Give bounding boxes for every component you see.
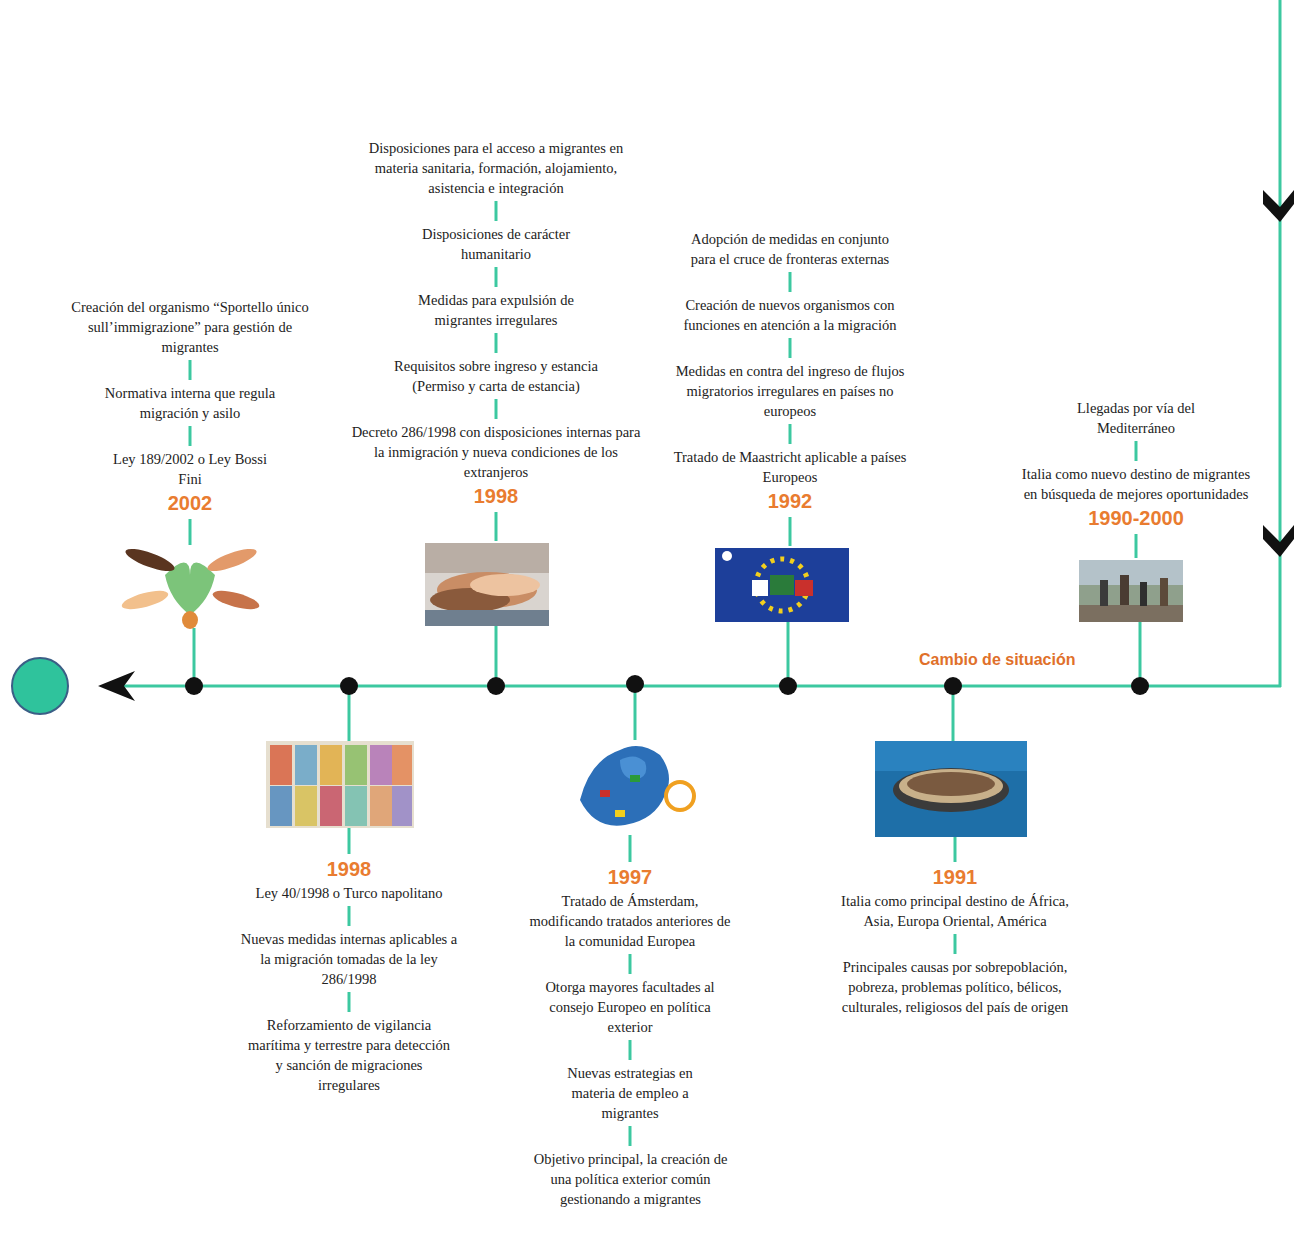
event-text: Otorga mayores facultades al consejo Eur… bbox=[540, 977, 720, 1037]
chain-link bbox=[1135, 441, 1138, 461]
event-text: Tratado de Ámsterdam, modificando tratad… bbox=[525, 891, 735, 951]
event-text: Principales causas por sobrepoblación, p… bbox=[820, 957, 1090, 1017]
event-text: Disposiciones para el acceso a migrantes… bbox=[351, 138, 641, 198]
event-text: Italia como nuevo destino de migrantes e… bbox=[1016, 464, 1256, 504]
event-text: Objetivo principal, la creación de una p… bbox=[533, 1149, 728, 1209]
chain-link bbox=[495, 333, 498, 353]
timeline-dots bbox=[185, 675, 1149, 695]
stems bbox=[190, 512, 1140, 862]
year-label: 1997 bbox=[565, 865, 695, 889]
chain-link bbox=[348, 906, 351, 926]
year-label: 1990-2000 bbox=[1071, 506, 1201, 530]
event-text: Creación del organismo “Sportello único … bbox=[70, 297, 310, 357]
chain-link bbox=[789, 424, 792, 444]
chain-link bbox=[189, 360, 192, 380]
event-text: Creación de nuevos organismos con funcio… bbox=[665, 295, 915, 335]
event-text: Nuevas estrategias en materia de empleo … bbox=[545, 1063, 715, 1123]
year-label: 1992 bbox=[725, 489, 855, 513]
hands-picture bbox=[425, 543, 549, 626]
chain-link bbox=[495, 399, 498, 419]
event-text: Ley 189/2002 o Ley Bossi Fini bbox=[105, 449, 275, 489]
faces-picture bbox=[266, 741, 414, 828]
chain-link bbox=[189, 426, 192, 446]
chain-link bbox=[348, 992, 351, 1012]
chain-link bbox=[495, 267, 498, 287]
year-label: 1998 bbox=[284, 857, 414, 881]
arrow-head bbox=[98, 671, 135, 701]
eu-flag-picture bbox=[715, 548, 849, 622]
boat-picture bbox=[875, 741, 1027, 837]
year-label: 2002 bbox=[125, 491, 255, 515]
year-label: 1998 bbox=[431, 484, 561, 508]
event-text: Nuevas medidas internas aplicables a la … bbox=[239, 929, 459, 989]
chevron bbox=[1263, 190, 1294, 222]
event-text: Normativa interna que regula migración y… bbox=[90, 383, 290, 423]
chain-link bbox=[629, 954, 632, 974]
axis-line bbox=[1279, 0, 1282, 687]
chain-link bbox=[789, 338, 792, 358]
chain-link bbox=[954, 934, 957, 954]
event-text: Tratado de Maastricht aplicable a países… bbox=[655, 447, 925, 487]
event-text: Italia como principal destino de África,… bbox=[840, 891, 1070, 931]
event-text: Decreto 286/1998 con disposiciones inter… bbox=[351, 422, 641, 482]
event-text: Disposiciones de carácter humanitario bbox=[396, 224, 596, 264]
hands-picture bbox=[120, 545, 261, 629]
chain-link bbox=[495, 201, 498, 221]
chain-link bbox=[789, 272, 792, 292]
migrants-picture bbox=[1079, 560, 1183, 622]
event-text: Adopción de medidas en conjunto para el … bbox=[685, 229, 895, 269]
event-text: Reforzamiento de vigilancia marítima y t… bbox=[244, 1015, 454, 1095]
event-text: Requisitos sobre ingreso y estancia (Per… bbox=[381, 356, 611, 396]
end-circle bbox=[12, 658, 68, 714]
year-label: 1991 bbox=[890, 865, 1020, 889]
axis-line bbox=[118, 685, 1281, 688]
section-note: Cambio de situación bbox=[916, 650, 1078, 670]
chevron bbox=[1263, 525, 1294, 557]
event-text: Medidas en contra del ingreso de flujos … bbox=[660, 361, 920, 421]
chain-link bbox=[629, 1040, 632, 1060]
event-text: Medidas para expulsión de migrantes irre… bbox=[391, 290, 601, 330]
event-text: Ley 40/1998 o Turco napolitano bbox=[254, 883, 444, 903]
chain-link bbox=[629, 1126, 632, 1146]
event-text: Llegadas por vía del Mediterráneo bbox=[1046, 398, 1226, 438]
europe-map-picture bbox=[565, 740, 700, 835]
